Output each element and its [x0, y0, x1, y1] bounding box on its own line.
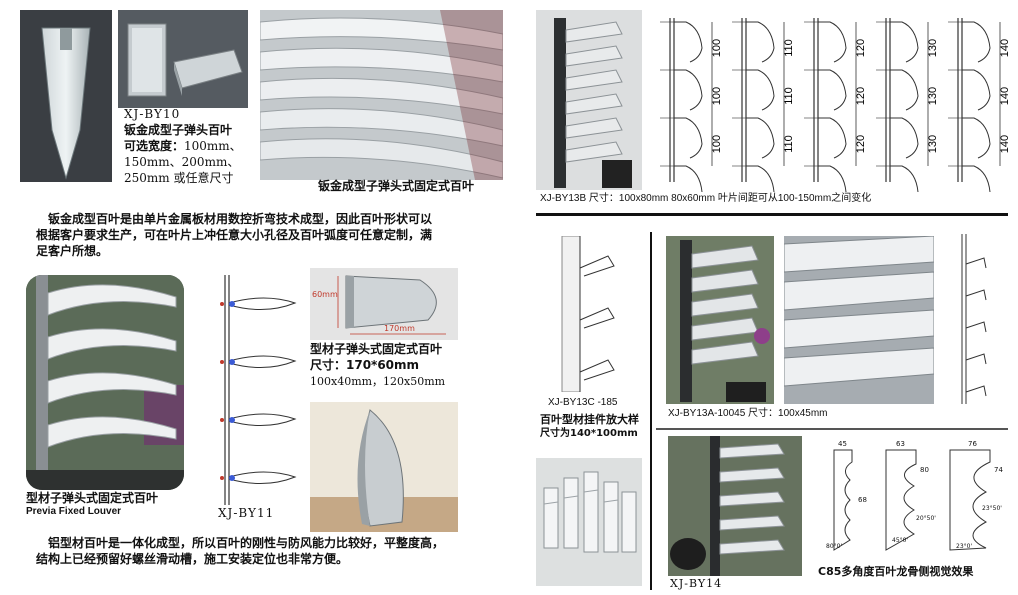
by13b-caption: XJ-BY13B 尺寸：100x80mm 80x60mm 叶片间距可从100-1… [540, 193, 872, 204]
blade-profile [890, 69, 919, 111]
blade-profile [890, 117, 919, 159]
spacing-label: 130 [927, 39, 939, 57]
paragraph1-line2: 根据客户要求生产，可在叶片上冲任意大小孔径及百叶弧度可任意定制，满 [36, 228, 433, 242]
blade-profile [674, 117, 703, 159]
by11-size: 尺寸：170*60mm [310, 358, 420, 372]
spacing-label: 110 [783, 135, 795, 153]
c85-dim-3: 68 [858, 496, 867, 504]
bullet-blade-photo [20, 10, 112, 182]
blade-profile [818, 69, 847, 111]
spacing-label: 140 [999, 135, 1008, 153]
c85-dim-10: 23°0' [956, 543, 973, 550]
by13b-drawing-group: 130 130 130 [876, 18, 939, 192]
by13a-closeup-photo [784, 236, 934, 404]
spacing-label: 100 [711, 39, 723, 57]
by13c-title: 百叶型材挂件放大样 [540, 413, 639, 426]
blade-profile [818, 165, 847, 192]
blade-profile [746, 117, 775, 159]
spacing-label: 100 [711, 135, 723, 153]
c85-dim-9: 80°0' [826, 543, 843, 550]
c85-dim-8: 45°0' [892, 537, 909, 544]
by13b-photo [536, 10, 642, 190]
by11-size-options: 100x40mm，120x50mm [310, 375, 446, 388]
by11-dim-w: 170mm [384, 324, 415, 333]
spacing-label: 120 [855, 87, 867, 105]
by10-width-title: 可选宽度：100mm、 [124, 139, 242, 154]
c85-dim-4: 80 [920, 466, 929, 474]
c85-drawings: 45 63 76 68 80 74 20°50' 23°50' 45°0' 80… [820, 440, 1010, 560]
divider-horizontal [536, 213, 1008, 216]
blade-profile [746, 69, 775, 111]
blade-profile [962, 165, 991, 192]
paragraph1-line1: 钣金成型百叶是由单片金属板材用数控折弯技术成型，因此百叶形状可以 [48, 212, 433, 226]
spacing-label: 140 [999, 87, 1008, 105]
paragraph2-line1: 铝型材百叶是一体化成型，所以百叶的刚性与防风能力比较好，平整度高， [48, 536, 445, 550]
blade-profile [746, 21, 775, 63]
by11-model: XJ-BY11 [218, 506, 275, 520]
by13b-drawing-group: 140 140 140 [948, 18, 1008, 192]
spacing-label: 110 [783, 39, 795, 57]
spacing-label: 110 [783, 87, 795, 105]
by13a-section-drawing [956, 234, 992, 404]
by10-name: 钣金成型子弹头百叶 [124, 123, 233, 137]
spacing-label: 120 [855, 135, 867, 153]
sheet-metal-photo [118, 10, 248, 108]
by11-photo-caption-en: Previa Fixed Louver [26, 506, 122, 517]
spacing-label: 100 [711, 87, 723, 105]
by11-name: 型材子弹头式固定式百叶 [310, 342, 443, 356]
paragraph1-line3: 足客户所想。 [36, 244, 109, 258]
blade-profile [890, 165, 919, 192]
by11-dim-h: 60mm [312, 290, 338, 299]
c85-dim-7: 23°50' [982, 505, 1002, 512]
c85-dim-0: 45 [838, 440, 847, 448]
by10-width-line3: 250mm 或任意尺寸 [124, 171, 234, 185]
blade-profile [674, 21, 703, 63]
by14-model: XJ-BY14 [670, 577, 723, 590]
spacing-label: 130 [927, 135, 939, 153]
paragraph2-line2: 结构上已经预留好螺丝滑动槽，施工安装定位也非常方便。 [36, 552, 349, 566]
blade-profile [962, 21, 991, 63]
c85-dim-5: 74 [994, 466, 1003, 474]
spacing-label: 130 [927, 87, 939, 105]
sheet-metal-louver-photo [260, 10, 503, 180]
divider-vertical [650, 232, 652, 590]
by11-profile-photo: 60mm 170mm [310, 268, 458, 340]
by13c-model: XJ-BY13C -185 [548, 397, 618, 408]
c85-dim-2: 76 [968, 440, 977, 448]
blade-profile [746, 165, 775, 192]
blade-profile [890, 21, 919, 63]
by13a-caption: XJ-BY13A-10045 尺寸：100x45mm [668, 408, 828, 419]
blade-profile [818, 21, 847, 63]
blade-profile [674, 165, 703, 192]
divider-gray [656, 428, 1008, 430]
by10-width-label: 可选宽度： [124, 139, 185, 153]
by11-photo-caption: 型材子弹头式固定式百叶 [26, 491, 159, 505]
c85-dim-1: 63 [896, 440, 905, 448]
by10-width-line2: 150mm、200mm、 [124, 155, 240, 169]
louver-samples-photo [536, 458, 642, 586]
by10-model: XJ-BY10 [124, 107, 181, 121]
by13b-drawing-group: 120 120 120 [804, 18, 867, 192]
by13a-photo [666, 236, 774, 404]
blade-profile [818, 117, 847, 159]
by10-photo-caption: 钣金成型子弹头式固定式百叶 [318, 179, 475, 193]
by14-photo [668, 436, 802, 576]
by13c-size: 尺寸为140*100mm [540, 428, 638, 439]
by11-bullet-photo [310, 402, 458, 532]
blade-profile [962, 69, 991, 111]
blade-profile [962, 117, 991, 159]
by13b-drawing-group: 100 100 100 [660, 18, 723, 192]
by11-section-drawing [210, 275, 300, 505]
by13c-drawing [560, 236, 630, 392]
c85-dim-6: 20°50' [916, 515, 936, 522]
spacing-label: 120 [855, 39, 867, 57]
by13b-drawing-group: 110 110 110 [732, 18, 795, 192]
c85-caption: C85多角度百叶龙骨侧视觉效果 [818, 565, 974, 578]
by10-width-line1: 100mm、 [184, 139, 242, 153]
spacing-label: 140 [999, 39, 1008, 57]
blade-profile [674, 69, 703, 111]
profile-louver-photo [26, 275, 184, 490]
